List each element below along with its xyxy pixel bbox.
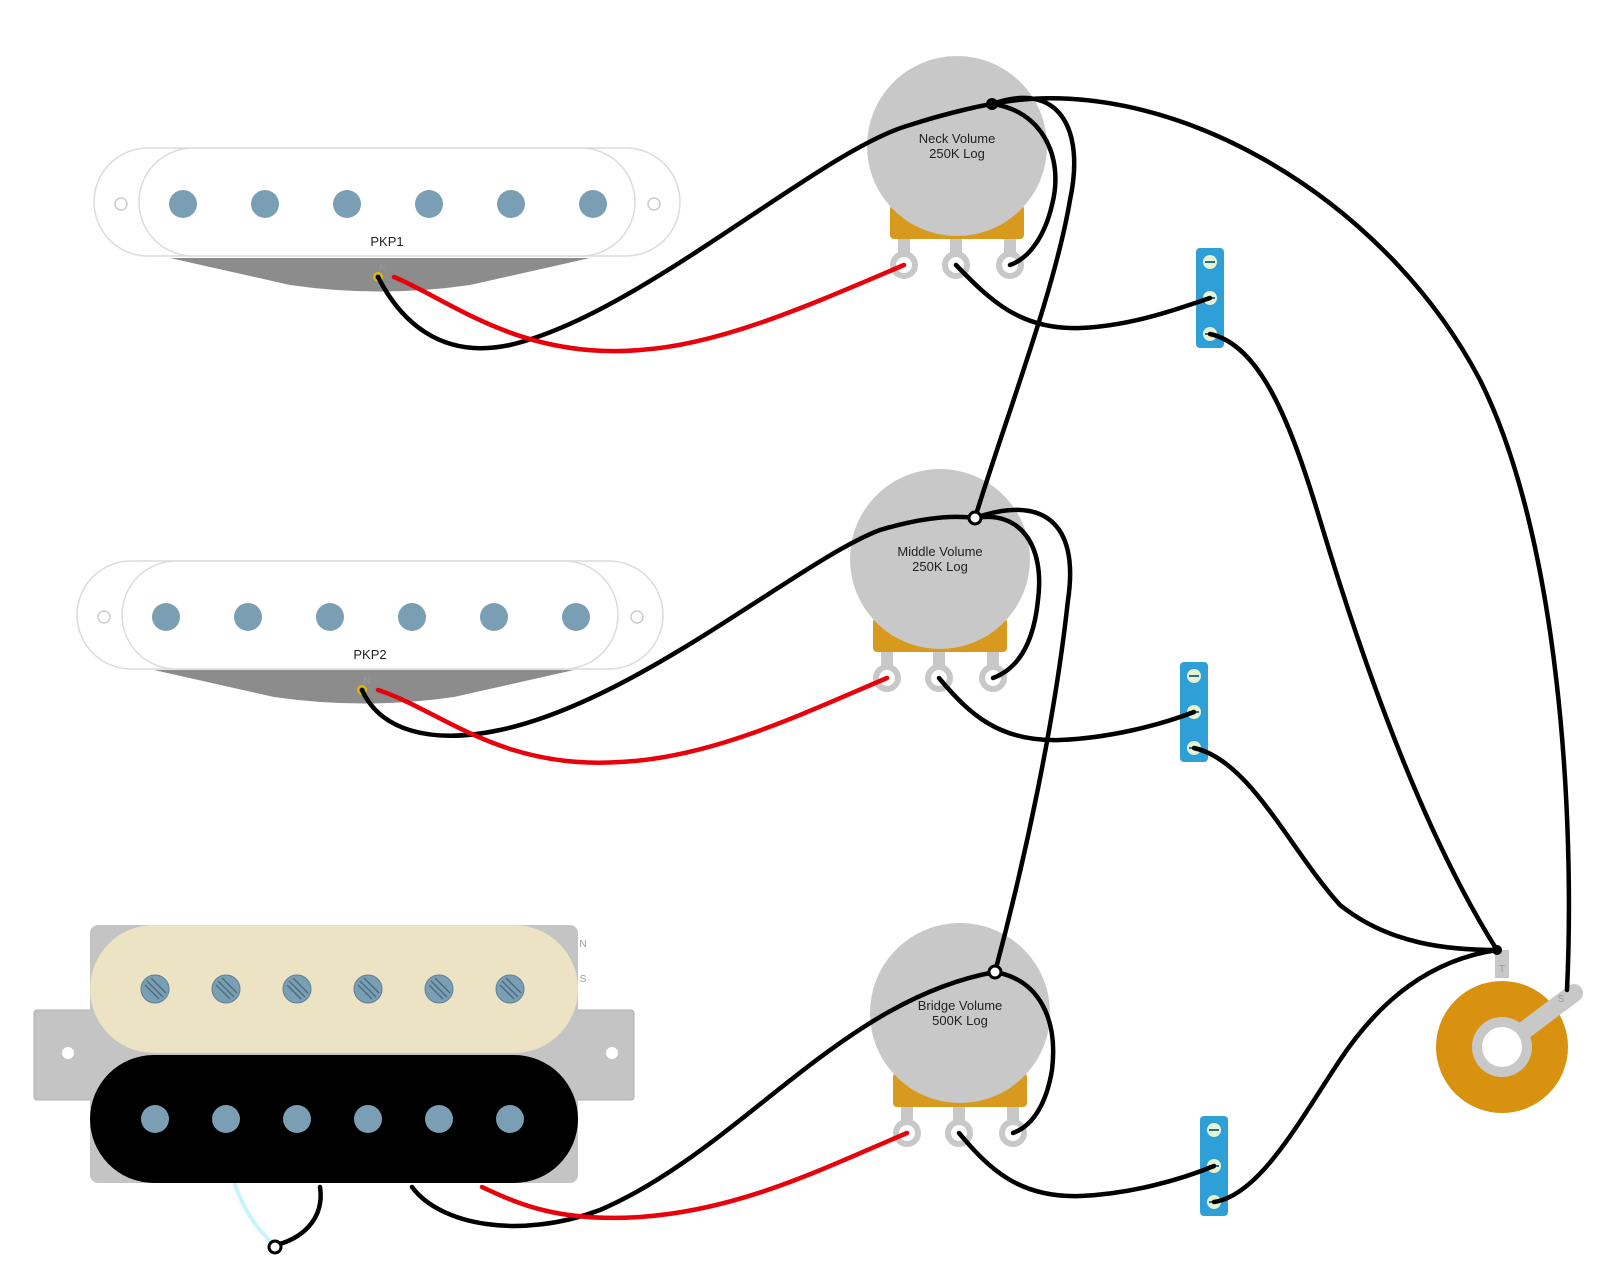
pole-piece-icon xyxy=(425,1105,453,1133)
pole-piece-icon xyxy=(496,1105,524,1133)
wire-pkp2-hot xyxy=(375,675,890,765)
mount-hole-icon xyxy=(606,1047,618,1059)
pot-bridge: Bridge Volume 500K Log xyxy=(870,923,1050,1147)
pole-piece-icon xyxy=(333,190,361,218)
pot-middle-value: 250K Log xyxy=(912,559,968,574)
ground-terminal-icon xyxy=(267,1239,283,1255)
mount-hole-icon xyxy=(114,197,128,211)
pole-piece-icon xyxy=(316,603,344,631)
junction-icon xyxy=(987,964,1003,980)
wire-middle-wiper-cap xyxy=(936,675,1197,743)
pickup-pkp1-label: PKP1 xyxy=(370,234,403,249)
pot-middle-label: Middle Volume xyxy=(897,544,982,559)
pickup-pkp2-cover xyxy=(121,560,619,670)
pot-neck: Neck Volume 250K Log xyxy=(867,56,1047,279)
pot-middle: Middle Volume 250K Log xyxy=(850,469,1030,692)
wire-neck-wiper-cap xyxy=(953,262,1213,331)
pole-piece-icon xyxy=(579,190,607,218)
wire-neck-cap-tip xyxy=(1207,331,1500,953)
pole-piece-icon xyxy=(415,190,443,218)
pole-piece-icon xyxy=(562,603,590,631)
wire-pkp1-hot xyxy=(391,262,907,354)
wire-neck-lug3 xyxy=(989,101,1058,268)
wire-middle-cap-tip xyxy=(1191,745,1500,953)
junction-icon xyxy=(1492,945,1502,955)
pickup-pkp2-polarity: N xyxy=(363,676,370,687)
pot-neck-value: 250K Log xyxy=(929,146,985,161)
wire-humbucker-hot xyxy=(479,1130,910,1221)
humbucker-top-coil xyxy=(90,925,578,1053)
wire-pkp1-ground xyxy=(375,101,995,351)
pole-piece-icon xyxy=(152,603,180,631)
pickup-pkp1-polarity: N xyxy=(379,263,386,274)
pickup-pkp2-label: PKP2 xyxy=(353,647,386,662)
pole-piece-icon xyxy=(251,190,279,218)
pickup-pkp2: PKP2 N xyxy=(76,560,664,704)
pole-piece-icon xyxy=(354,1105,382,1133)
pickup-pkp1-cover xyxy=(138,147,636,257)
wire-ground-sleeve xyxy=(989,96,1572,993)
pot-bridge-label: Bridge Volume xyxy=(918,998,1003,1013)
pot-bridge-value: 500K Log xyxy=(932,1013,988,1028)
junction-icon xyxy=(986,98,998,110)
wire-humbucker-ground xyxy=(409,969,998,1229)
pole-piece-icon xyxy=(398,603,426,631)
mount-hole-icon xyxy=(97,610,111,624)
pole-piece-icon xyxy=(212,1105,240,1133)
pole-piece-icon xyxy=(283,1105,311,1133)
pole-piece-icon xyxy=(480,603,508,631)
mount-hole-icon xyxy=(630,610,644,624)
wire-bridge-lug3 xyxy=(992,969,1056,1136)
pole-piece-icon xyxy=(234,603,262,631)
pickup-pkp1: PKP1 N xyxy=(93,147,681,292)
wire-ground-neck-middle xyxy=(972,95,1077,521)
wire-ground-middle-bridge xyxy=(972,507,1073,975)
pole-piece-icon xyxy=(169,190,197,218)
wire-bridge-wiper-cap xyxy=(956,1130,1217,1199)
jack-sleeve-mark: S xyxy=(1558,994,1565,1005)
wire-pkp2-ground xyxy=(359,514,978,738)
humbucker-bottom-coil xyxy=(90,1055,578,1183)
jack-tip-mark: T xyxy=(1499,964,1505,975)
pot-bridge-body xyxy=(870,923,1050,1103)
pickup-pkp1-base xyxy=(170,258,590,292)
pickup-humbucker: N S xyxy=(33,925,635,1247)
humbucker-north-mark: N xyxy=(579,939,586,950)
bare-shield-wire xyxy=(233,1183,277,1247)
jack-icon: T S xyxy=(1436,950,1583,1113)
mount-hole-icon xyxy=(62,1047,74,1059)
pole-piece-icon xyxy=(497,190,525,218)
wire-humbucker-bare xyxy=(272,1184,323,1248)
mount-hole-icon xyxy=(647,197,661,211)
pole-piece-icon xyxy=(141,1105,169,1133)
wire-bridge-cap-tip xyxy=(1211,947,1500,1205)
wire-middle-lug3 xyxy=(972,514,1042,681)
pot-neck-label: Neck Volume xyxy=(919,131,996,146)
junction-icon xyxy=(967,510,983,526)
humbucker-south-mark: S xyxy=(580,974,587,985)
